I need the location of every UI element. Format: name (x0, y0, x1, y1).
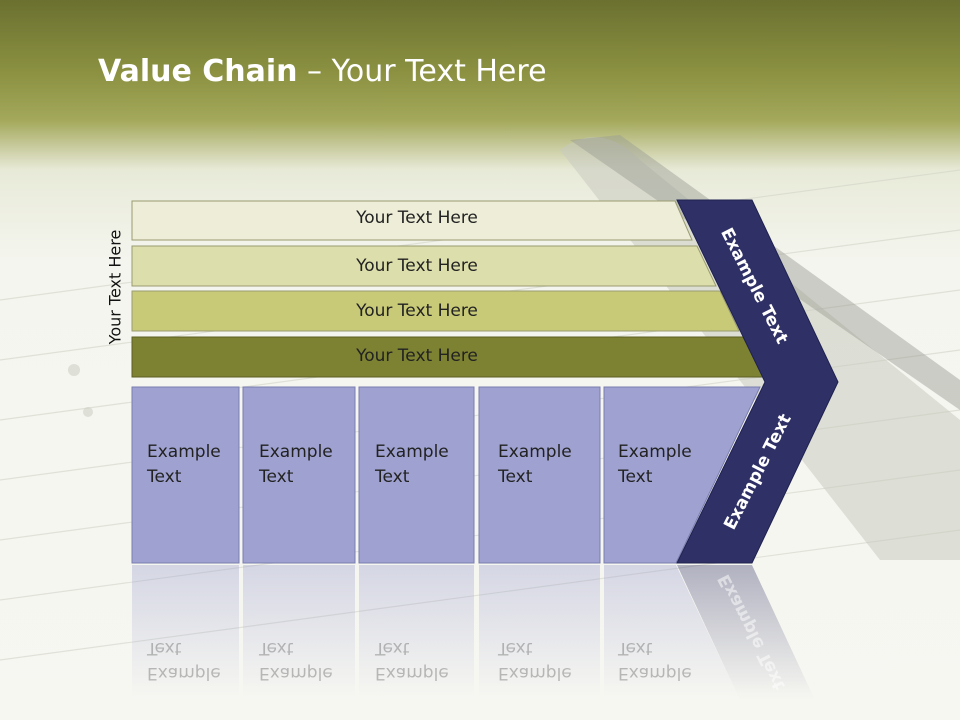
row-label-2: Your Text Here (356, 256, 478, 276)
box-2-reflection (243, 565, 355, 700)
box-5[interactable] (603, 386, 761, 564)
row-label-4: Your Text Here (356, 346, 478, 366)
box-label-5-reflection: Example Text (618, 638, 692, 683)
row-label-3: Your Text Here (356, 301, 478, 321)
title-bold: Value Chain (98, 54, 298, 89)
box-5-reflection (604, 565, 740, 700)
box-label-3: Example Text (375, 442, 449, 487)
box-label-4: Example Text (498, 442, 572, 487)
box-4-reflection (479, 565, 600, 700)
box-label-5: Example Text (618, 442, 692, 487)
box-1-reflection (132, 565, 239, 700)
box-label-2-reflection: Example Text (259, 638, 333, 683)
box-1[interactable] (131, 386, 240, 564)
row-bar-3[interactable] (131, 290, 740, 332)
title-rest: – Your Text Here (297, 54, 547, 89)
box-2[interactable] (242, 386, 356, 564)
row-label-1: Your Text Here (356, 208, 478, 228)
chevron-reflection (677, 565, 815, 700)
row-bar-1[interactable] (131, 200, 693, 241)
box-3-reflection (359, 565, 474, 700)
box-3[interactable] (358, 386, 475, 564)
box-label-2: Example Text (259, 442, 333, 487)
box-4[interactable] (478, 386, 601, 564)
box-label-1-reflection: Example Text (147, 638, 221, 683)
row-bar-2[interactable] (131, 245, 717, 287)
slide-title: Value Chain – Your Text Here (98, 54, 547, 89)
chevron-arrow[interactable] (676, 199, 839, 564)
box-label-1: Example Text (147, 442, 221, 487)
box-label-4-reflection: Example Text (498, 638, 572, 683)
box-label-3-reflection: Example Text (375, 638, 449, 683)
